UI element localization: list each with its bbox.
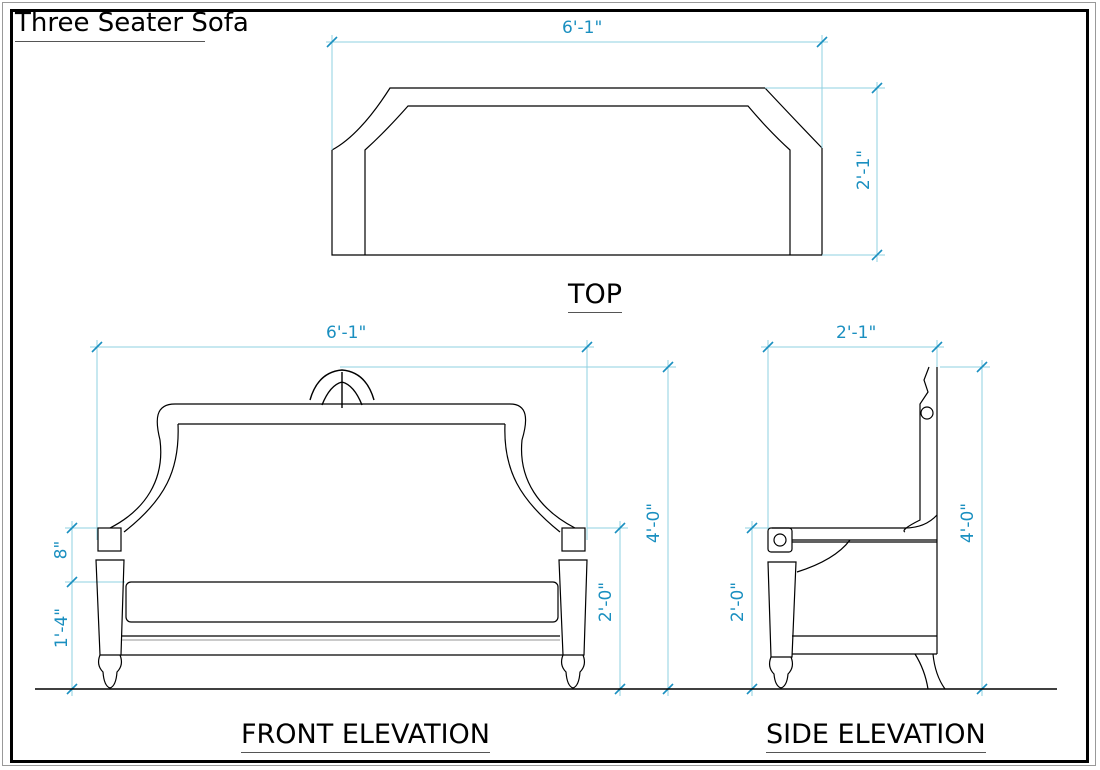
front-height-dimension: 4'-0" [644,502,665,544]
front-width-dimension: 6'-1" [326,323,367,343]
title-underline [15,41,205,42]
side-elevation-label: SIDE ELEVATION [766,718,986,753]
side-height-dimension: 4'-0" [958,502,979,544]
top-depth-dimension: 2'-1" [854,149,875,191]
side-depth-dimension: 2'-1" [836,323,877,343]
top-view-label: TOP [568,278,623,313]
front-elevation [95,369,588,689]
extension-lines [65,35,990,696]
top-view [331,87,823,256]
drawing-frame [10,9,1089,763]
front-arm-height-dimension: 2'-0" [596,581,617,623]
dimension-ticks [66,36,988,695]
top-width-dimension: 6'-1" [562,18,603,38]
arm-block-dimension: 8" [51,540,72,560]
seat-height-dimension: 1'-4" [52,607,73,649]
side-arm-height-dimension: 2'-0" [728,581,749,623]
side-elevation [767,366,946,690]
crest-ornament [309,369,375,408]
front-elevation-label: FRONT ELEVATION [241,718,490,753]
drawing-title: Three Seater Sofa [15,8,249,38]
